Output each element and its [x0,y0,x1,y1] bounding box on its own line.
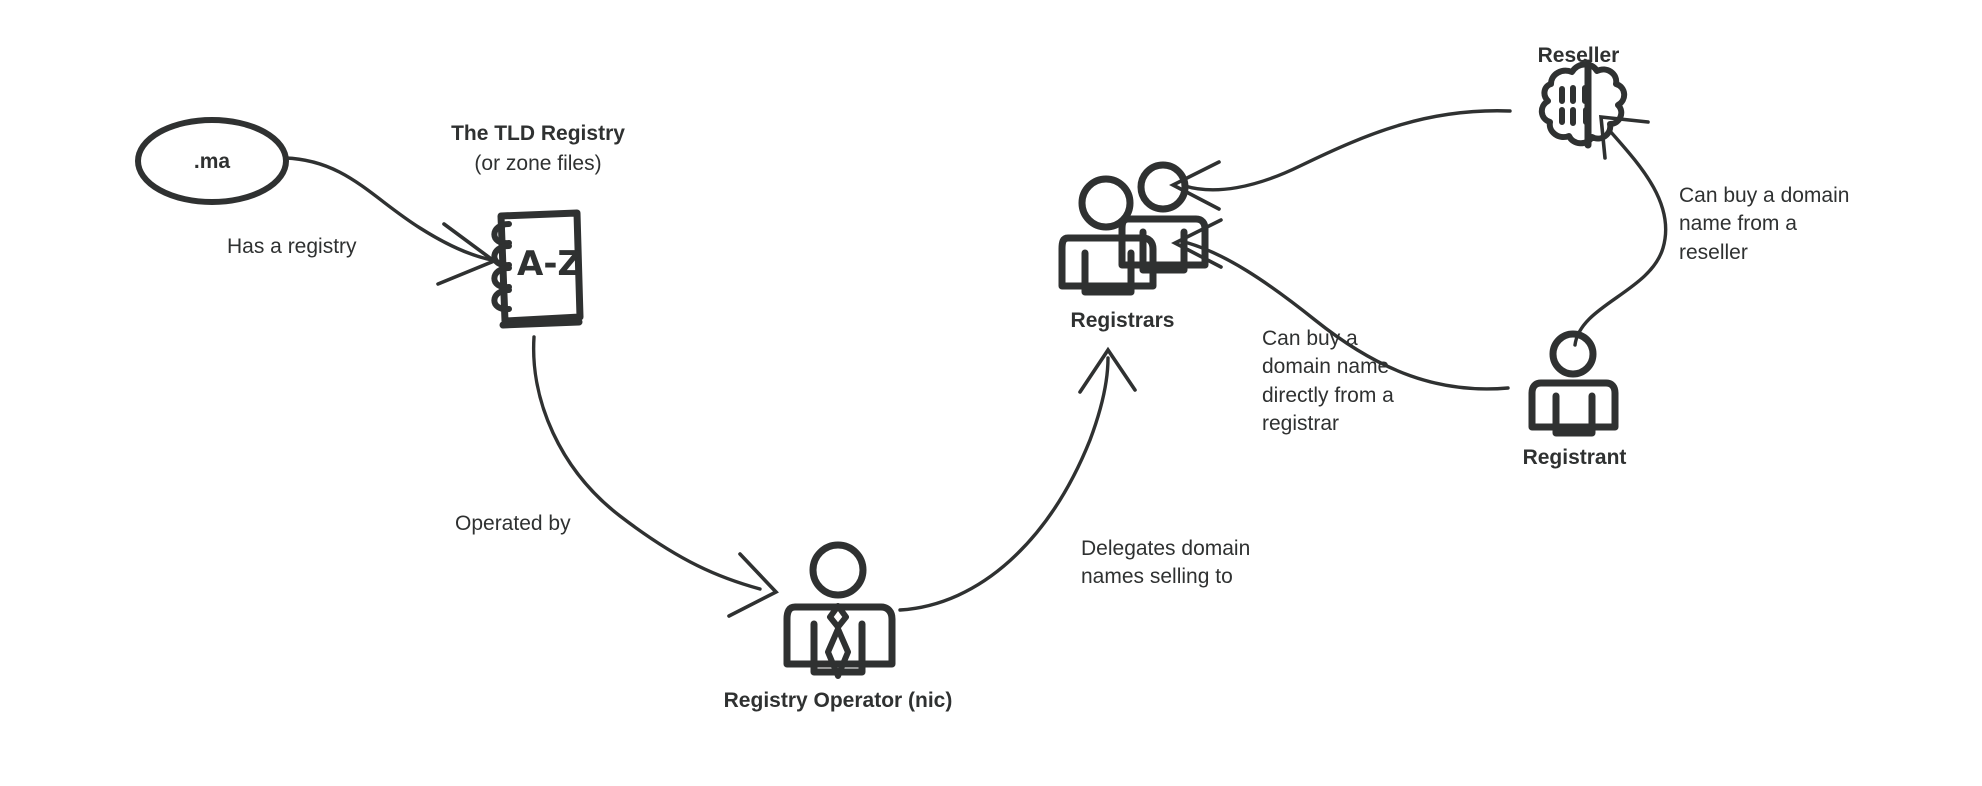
registry-operator-title: Registry Operator (nic) [723,689,953,712]
registrant-shirt [1552,392,1596,437]
edge-label-can-buy-from-reseller: Can buy a domain name from a reseller [1679,184,1850,264]
single-person-icon[interactable] [1528,330,1619,437]
edge-operated-by [531,335,779,618]
notebook-spiral-4 [491,287,512,313]
edge-label-can-buy-directly-from-registrar: Can buy a domain name directly from a re… [1262,327,1394,436]
edge-operated-by-arrowhead [727,552,779,618]
registrars-front-shoulders [1058,234,1157,290]
dollar-sign-icon[interactable] [1538,59,1628,149]
registrars-front-head [1078,175,1134,231]
edge-reseller-to-registrars-arrowhead [1169,160,1221,211]
reseller-title: Reseller [1537,44,1620,67]
tld-registry-subtitle: (or zone files) [474,152,602,175]
edge-has-a-registry-curve [283,156,494,262]
edge-label-has-a-registry: Has a registry [227,235,357,258]
registrant-shoulders [1528,379,1619,431]
registry-operator-knot [827,603,849,630]
edge-reseller-to-registrars [1169,109,1512,211]
registry-operator-tie [825,626,851,679]
edge-has-a-registry-arrowhead [436,222,498,286]
two-people-icon[interactable] [1058,161,1209,296]
registrars-title: Registrars [1070,309,1175,332]
registry-operator-shoulders [783,603,896,668]
edge-can-buy-directly-from-registrar [1171,218,1510,391]
edge-reseller-to-registrars-curve [1183,109,1512,192]
edge-can-buy-from-reseller-curve [1573,129,1668,347]
notebook-spiral-1 [491,221,512,247]
edge-can-buy-from-reseller-arrowhead [1598,114,1650,160]
ellipse-node-icon [135,117,289,205]
tld-domain-ellipse-node[interactable] [135,117,289,205]
notebook-spiral-2 [491,243,512,269]
edge-delegates-curve [898,356,1110,612]
notebook-bottom-edge [499,318,583,329]
edge-can-buy-directly-curve [1186,241,1510,391]
registrars-front-shirt [1081,249,1135,296]
edge-delegates-arrowhead [1078,346,1137,394]
business-person-icon[interactable] [783,541,896,679]
registrant-title: Registrant [1522,446,1627,469]
dollar-inner-marks [1559,85,1589,126]
edge-delegates-domain-names-selling-to [898,346,1137,612]
registry-operator-head [809,541,867,599]
edge-can-buy-from-reseller [1573,114,1668,347]
notebook-a-z-label: A-Z [517,244,582,284]
edge-operated-by-curve [531,335,762,591]
registrant-head [1549,330,1597,378]
tld-registry-title: The TLD Registry [451,122,625,145]
edge-can-buy-directly-arrowhead [1171,218,1223,269]
edge-label-operated-by: Operated by [455,512,571,535]
notebook-a-z-icon[interactable]: A-Z [491,209,584,329]
edge-label-delegates-domain-names-selling-to: Delegates domain names selling to [1081,537,1251,589]
tld-domain-label: .ma [193,150,231,173]
notebook-spiral-3 [491,265,512,291]
registrars-back-shirt [1139,228,1188,274]
